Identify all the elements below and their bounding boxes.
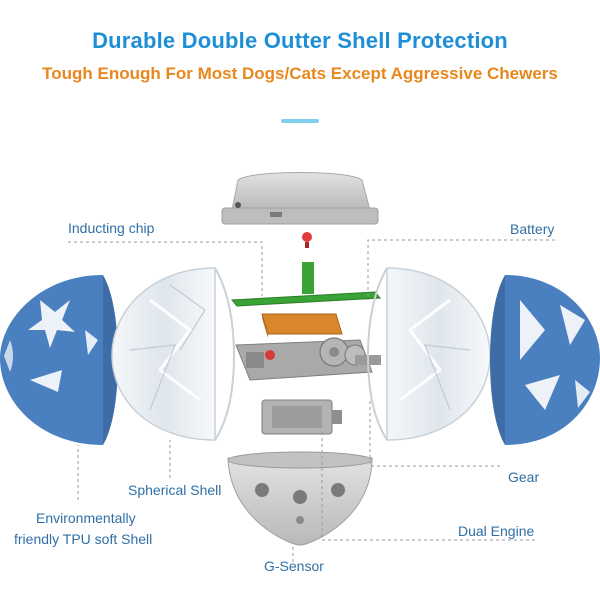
motor xyxy=(261,399,342,435)
label-tpu-shell-line2: friendly TPU soft Shell xyxy=(14,531,153,547)
label-dual-engine: Dual Engine xyxy=(458,523,535,539)
label-tpu-shell-line1: Environmentally xyxy=(36,510,136,526)
label-spherical-shell: Spherical Shell xyxy=(128,482,222,498)
right-clear-shell xyxy=(366,267,491,441)
left-clear-shell xyxy=(111,267,236,441)
led xyxy=(302,232,312,248)
page-title: Durable Double Outter Shell Protection xyxy=(92,28,508,53)
accent-bar xyxy=(281,119,319,123)
gear-assembly xyxy=(235,337,381,381)
label-gear: Gear xyxy=(508,469,540,485)
battery-pack xyxy=(261,313,343,338)
top-cap xyxy=(221,172,379,225)
page-subtitle: Tough Enough For Most Dogs/Cats Except A… xyxy=(42,64,558,83)
label-battery: Battery xyxy=(510,221,555,237)
pcb-board xyxy=(230,262,382,307)
label-inducting-chip: Inducting chip xyxy=(68,220,155,236)
bottom-base xyxy=(227,451,373,546)
left-tpu-shell xyxy=(0,275,118,445)
leader-lines xyxy=(68,239,555,562)
label-g-sensor: G-Sensor xyxy=(264,558,324,574)
right-tpu-shell xyxy=(490,275,600,445)
